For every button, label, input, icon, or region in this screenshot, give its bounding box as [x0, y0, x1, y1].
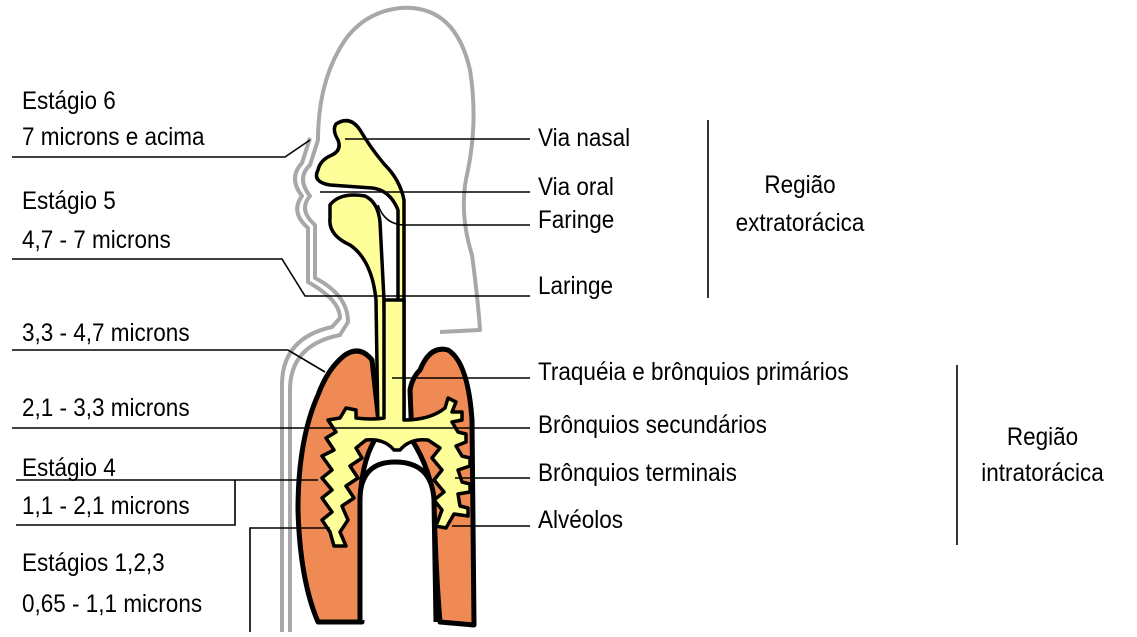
label-oral: Via oral: [538, 172, 614, 202]
label-nasal: Via nasal: [538, 123, 630, 153]
stage4-title: Estágio 4: [22, 453, 116, 483]
range-3-3-label: 3,3 - 4,7 microns: [22, 318, 190, 348]
stages123-title: Estágios 1,2,3: [22, 548, 165, 578]
stage6-title: Estágio 6: [22, 86, 116, 116]
stage5-range: 4,7 - 7 microns: [22, 225, 171, 255]
region-intra-line1: Região: [959, 422, 1126, 452]
range-2-1-label: 2,1 - 3,3 microns: [22, 393, 190, 423]
region-intra-line2: intratorácica: [959, 458, 1126, 488]
label-pharynx: Faringe: [538, 205, 614, 235]
heart-notch: [360, 462, 436, 622]
region-extra-line1: Região: [710, 170, 890, 200]
stage5-title: Estágio 5: [22, 186, 116, 216]
stage6-range: 7 microns e acima: [22, 122, 205, 152]
label-larynx: Laringe: [538, 271, 613, 301]
stages123-range: 0,65 - 1,1 microns: [22, 589, 202, 619]
label-trachea: Traquéia e brônquios primários: [538, 357, 849, 387]
label-alveoli: Alvéolos: [538, 505, 623, 535]
stage4-range: 1,1 - 2,1 microns: [22, 491, 190, 521]
label-secondary-bronchi: Brônquios secundários: [538, 410, 767, 440]
region-extra-line2: extratorácica: [710, 208, 890, 238]
label-terminal-bronchi: Brônquios terminais: [538, 458, 737, 488]
